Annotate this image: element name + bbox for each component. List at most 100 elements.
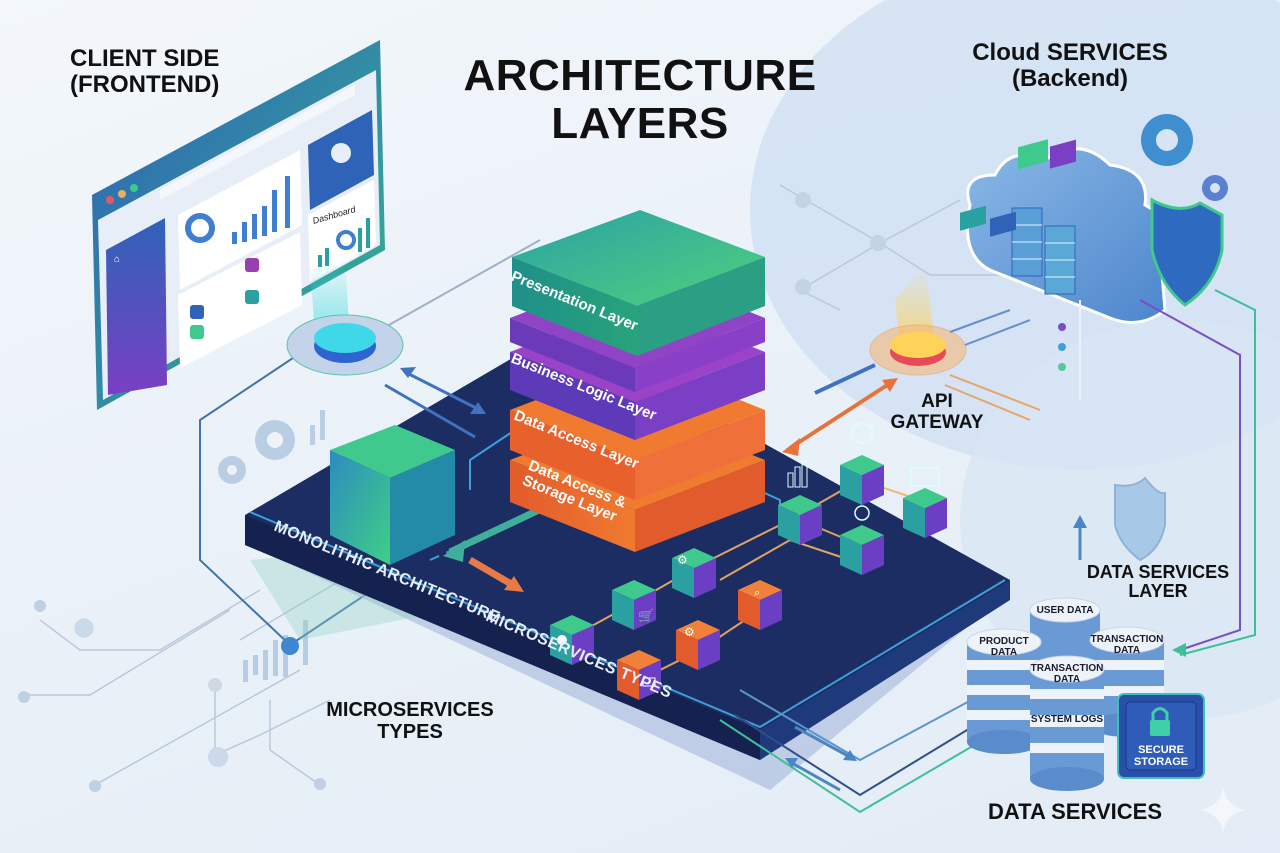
browser-window: ⌂ [92,40,385,410]
microservice-cube: ⚙ [676,620,720,670]
secure-storage-line-1: SECURE [1138,744,1184,756]
home-icon: ⌂ [114,254,120,265]
shield-icon [1150,197,1224,307]
api-gateway-line-2: GATEWAY [890,411,984,433]
bar-chart-icon [318,218,370,267]
secure-storage-safe [1117,693,1205,779]
title-line-2: LAYERS [551,98,729,148]
donut-chart-icon [185,213,215,243]
client-side-line-1: CLIENT SIDE [70,45,220,72]
database-label-line: TRANSACTION [1030,663,1104,674]
window-maximize-dot [130,184,138,192]
circuit-node [208,678,222,692]
status-dot [1058,323,1066,331]
shield-icon [1114,476,1166,562]
cloud-services-label: Cloud SERVICES (Backend) [950,40,1190,92]
microservice-cube [617,650,661,700]
arrow-line [794,725,851,759]
circuit-node [34,600,46,612]
microservice-cube [550,615,594,665]
circuit-node [74,618,94,638]
cloud-services-line-1: Cloud SERVICES [972,39,1168,66]
microservice-cube: ⚙ [672,548,716,598]
api-gateway-label: API GATEWAY [882,391,992,433]
connector-line [379,239,541,331]
data-services-label: DATA SERVICES [988,799,1162,824]
database-label-line: TRANSACTION [1090,634,1164,645]
credit-card-icon [642,677,656,687]
gear-icon: ⚙ [684,625,695,639]
title-line-1: ARCHITECTURE [463,51,817,100]
circuit-node [795,192,811,208]
client-side-label: CLIENT SIDE (FRONTEND) [70,46,270,98]
circuit-node [18,691,30,703]
bar-chart-icon [787,460,808,488]
gear-icon: ⚙ [677,553,688,567]
microservices-network: 🛒 ⚙ ⌕ ⚙ [550,422,947,700]
lock-icon [1150,720,1170,736]
data-services-layer-line-1: DATA SERVICES [1086,562,1230,582]
gear-icon [218,410,325,484]
arrow-line [789,760,841,792]
microservices-types-line-2: TYPES [377,720,443,743]
connector-line [1139,299,1241,651]
gear-icon [1202,175,1228,201]
microservice-cube: 🛒 [612,580,656,630]
database-label-line: USER DATA [1036,605,1094,616]
connector-node [281,637,299,655]
microservice-cube [840,505,884,575]
shield-icon [851,422,873,444]
microservice-cube [778,460,822,545]
connector-line [199,339,411,647]
microservice-cube [903,467,947,538]
circuit-node [870,235,886,251]
data-services-layer-line-2: LAYER [1128,581,1188,602]
envelope-icon [910,467,940,487]
circuit-node [795,279,811,295]
client-side-line-2: (FRONTEND) [70,70,220,98]
bar-chart-icon [232,176,290,244]
data-services-layer-label: DATA SERVICES LAYER [1078,562,1238,602]
bar-chart-icon [243,620,308,682]
microservices-types-label: MICROSERVICES TYPES [300,699,520,743]
client-node-top [314,323,376,353]
connector-line [719,689,1001,814]
database-label-line: SYSTEM LOGS [1030,714,1104,725]
double-arrow-icon [782,363,898,456]
search-icon: ⌕ [754,587,760,599]
database-label: USER DATA [1035,605,1095,616]
window-minimize-dot [118,190,126,198]
address-bar [160,85,355,200]
status-dot [1058,363,1066,371]
sparkle-icon [1200,788,1246,832]
circuit-node [208,747,228,767]
user-avatar-icon [331,143,351,163]
chart-panel [178,150,302,290]
connector-line [949,309,1031,346]
puzzle-icon [960,139,1076,237]
circuit-node [89,780,101,792]
api-gateway-node-top [890,332,946,358]
microservices-types-line-1: MICROSERVICES [326,699,494,721]
cloud-services-line-2: (Backend) [1011,64,1129,92]
database-label-line: DATA [990,647,1018,658]
secure-storage-line-2: STORAGE [1133,756,1189,769]
list-panel [178,232,302,368]
location-pin-icon [854,505,870,521]
gear-icon [1141,114,1193,166]
status-dot [1058,343,1066,351]
window-close-dot [106,196,114,204]
microservice-cube: ⌕ [738,580,782,630]
shopping-cart-icon: 🛒 [638,608,654,623]
monolithic-cube [330,425,455,565]
connector-line [1179,289,1256,656]
database-icon [966,628,1042,754]
database-icon [1029,655,1105,791]
layer-stack [510,210,765,552]
circuit-node [314,778,326,790]
server-rack-icon [1011,207,1076,295]
double-arrow-icon [384,370,481,439]
